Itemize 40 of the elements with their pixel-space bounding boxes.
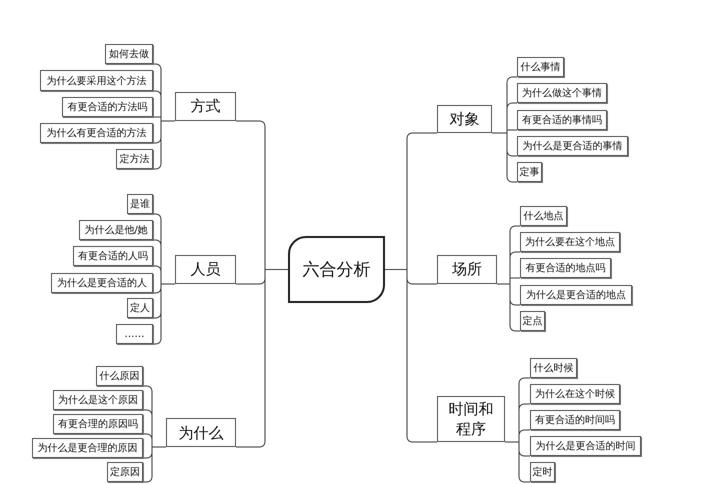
subtopic-box: 为什么做这个事情: [517, 83, 607, 103]
subtopic-box: 定人: [127, 298, 153, 318]
topic-box: 对象: [437, 105, 492, 133]
subtopic-box: 为什么是更合适的人: [51, 273, 153, 293]
topic-box: 方式: [175, 92, 236, 121]
subtopic-box: 有更合适的人吗: [73, 246, 153, 266]
subtopic-box: 为什么是更合适的地点: [520, 285, 632, 305]
topic-box: 场所: [437, 255, 497, 284]
subtopic-box: 为什么要在这个地点: [520, 232, 620, 252]
subtopic-box: 定方法: [116, 149, 153, 169]
subtopic-box: ……: [116, 324, 153, 344]
subtopic-box: 为什么要采用这个方法: [40, 70, 153, 91]
connector-line: [384, 269, 438, 442]
subtopic-box: 什么事情: [517, 57, 564, 77]
subtopic-box: 为什么是他/她: [79, 220, 153, 240]
subtopic-box: 是谁: [127, 194, 153, 214]
topic-box: 为什么: [166, 418, 236, 447]
subtopic-box: 有更合适的方法吗: [62, 97, 153, 117]
subtopic-box: 有更合适的事情吗: [517, 110, 607, 130]
subtopic-box: 定点: [520, 311, 545, 331]
subtopic-box: 什么时候: [530, 358, 577, 378]
subtopic-box: 定原因: [107, 462, 143, 482]
subtopic-box: 为什么是更合适的事情: [517, 136, 628, 156]
subtopic-box: 如何去做: [105, 44, 153, 64]
subtopic-box: 为什么有更合适的方法: [40, 123, 153, 143]
subtopic-box: 为什么是更合理的原因: [32, 438, 143, 458]
subtopic-box: 定时: [530, 462, 555, 482]
subtopic-box: 定事: [517, 162, 542, 182]
subtopic-box: 为什么在这个时候: [530, 384, 620, 404]
subtopic-box: 有更合适的时间吗: [530, 410, 620, 430]
subtopic-box: 为什么是这个原因: [53, 390, 143, 410]
connector-line: [236, 269, 288, 448]
topic-box: 人员: [175, 255, 236, 284]
subtopic-box: 为什么是更合适的时间: [530, 436, 641, 456]
subtopic-box: 有更合适的地点吗: [520, 258, 611, 278]
central-topic-box: 六合分析: [288, 236, 385, 303]
topic-box: 时间和程序: [437, 396, 505, 442]
subtopic-box: 什么地点: [520, 206, 567, 226]
subtopic-box: 有更合理的原因吗: [53, 414, 143, 434]
subtopic-box: 什么原因: [96, 366, 143, 386]
